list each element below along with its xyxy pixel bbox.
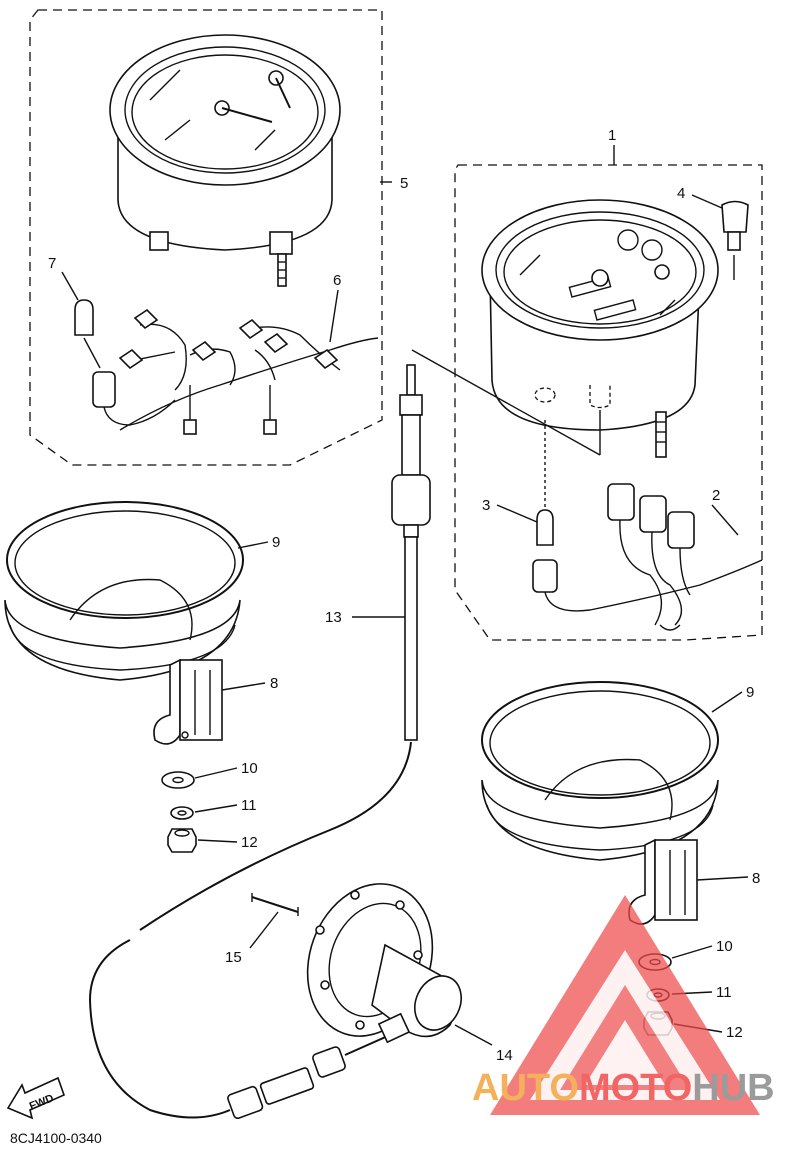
callout-7: 7 xyxy=(48,255,56,272)
nut-12-left xyxy=(167,828,197,853)
automotohub-watermark: AUTOMOTOHUB xyxy=(472,895,775,1115)
callout-12-right: 12 xyxy=(726,1024,743,1041)
callout-13: 13 xyxy=(325,609,342,626)
callout-9-right: 9 xyxy=(746,684,754,701)
callout-2: 2 xyxy=(712,487,720,504)
lock-washer-11-left xyxy=(170,806,194,820)
reset-knob-4 xyxy=(721,200,749,280)
callout-3: 3 xyxy=(482,497,490,514)
callout-10-left: 10 xyxy=(241,760,258,777)
callout-6: 6 xyxy=(333,272,341,289)
svg-text:AUTOMOTOHUB: AUTOMOTOHUB xyxy=(472,1067,775,1109)
bulb-7 xyxy=(74,299,101,369)
speedometer-gauge xyxy=(481,199,719,458)
bulb-3 xyxy=(536,509,554,546)
callout-10-right: 10 xyxy=(716,938,733,955)
pin-15 xyxy=(251,893,299,916)
callout-11-left: 11 xyxy=(241,797,257,814)
meter-case-left xyxy=(4,501,244,745)
callout-9-left: 9 xyxy=(272,534,280,551)
watermark-moto: MOTO xyxy=(579,1067,692,1109)
fwd-arrow-icon: FWD xyxy=(6,1076,66,1120)
watermark-triangle-icon xyxy=(490,895,760,1115)
group-box-1 xyxy=(454,164,763,641)
tachometer-gauge xyxy=(109,34,341,287)
speedometer-cable-13 xyxy=(88,364,431,1120)
watermark-hub: HUB xyxy=(692,1067,774,1109)
callout-1: 1 xyxy=(608,127,616,144)
watermark-auto: AUTO xyxy=(472,1067,579,1109)
wire-harness-2 xyxy=(532,483,763,631)
group-box-5 xyxy=(29,9,383,466)
callout-11-right: 11 xyxy=(716,984,732,1001)
callout-5: 5 xyxy=(400,175,408,192)
washer-10-left xyxy=(161,771,195,789)
diagram-code: 8CJ4100-0340 xyxy=(10,1130,102,1146)
speedometer-gear-14 xyxy=(306,883,462,1044)
callout-15: 15 xyxy=(225,949,242,966)
callout-8-right: 8 xyxy=(752,870,760,887)
callout-8-left: 8 xyxy=(270,675,278,692)
callout-4: 4 xyxy=(677,185,685,202)
meter-case-right xyxy=(481,681,719,925)
callout-14: 14 xyxy=(496,1047,513,1064)
callout-12-left: 12 xyxy=(241,834,258,851)
socket-tach xyxy=(92,371,176,426)
wire-harness-6 xyxy=(118,308,379,435)
